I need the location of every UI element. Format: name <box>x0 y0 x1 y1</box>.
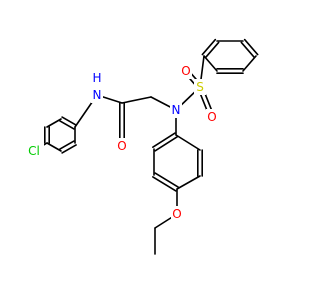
bond-a1-a2-a <box>152 132 176 148</box>
bond-CC-CH2 <box>121 96 152 104</box>
atom-label-carbonyl-o: O <box>117 139 126 153</box>
bond-a3-a4-b <box>154 172 179 188</box>
bond-a3-a4-a <box>152 176 177 192</box>
bond-p5-p6-b <box>204 41 220 59</box>
bond-c2-c3 <box>46 118 62 128</box>
atom-label-amide-h: H <box>92 71 101 85</box>
bond-p6-p1 <box>203 55 218 72</box>
bond-p3-p4-b <box>240 41 256 59</box>
bond-layer <box>33 38 259 255</box>
bond-a6-a1 <box>175 134 201 151</box>
atom-label-layer: Cl N H O N S O O O <box>24 63 218 222</box>
bond-c3-c4-b <box>61 116 77 126</box>
atom-label-sulfonamide-n: N <box>172 103 181 117</box>
bond-p2-p3 <box>242 55 257 72</box>
atom-label-cl: Cl <box>28 144 40 158</box>
atom-cl: Cl <box>24 143 44 159</box>
bond-c5-c6-a <box>59 140 75 150</box>
atom-sulfonyl-o1: O <box>180 63 192 79</box>
bond-c5-c6-b <box>61 144 77 154</box>
bond-c3-c4-a <box>59 120 75 130</box>
atom-label-sulfonyl-o2: O <box>207 110 216 124</box>
bond-a4-a5 <box>176 175 201 190</box>
molecule-diagram: Cl N H O N S O O O <box>24 38 259 255</box>
atom-sulfonyl-o2: O <box>206 109 218 125</box>
atom-ether-o: O <box>171 206 183 222</box>
bond-p5-p6-a <box>201 38 217 56</box>
bond-p3-p4-a <box>243 38 259 56</box>
atom-carbonyl-o: O <box>116 138 128 154</box>
bond-a1-a2-b <box>154 136 178 152</box>
atom-sulfur: S <box>194 79 206 95</box>
atom-sulfonamide-n: N <box>170 102 182 118</box>
atom-label-ether-o: O <box>172 207 181 221</box>
bond-c6-c1 <box>46 142 62 152</box>
atom-label-sulfonyl-o1: O <box>181 64 190 78</box>
atom-label-sulfur: S <box>196 80 204 94</box>
atom-amide-n: N H <box>91 70 103 103</box>
atom-label-amide-n: N <box>93 88 102 102</box>
